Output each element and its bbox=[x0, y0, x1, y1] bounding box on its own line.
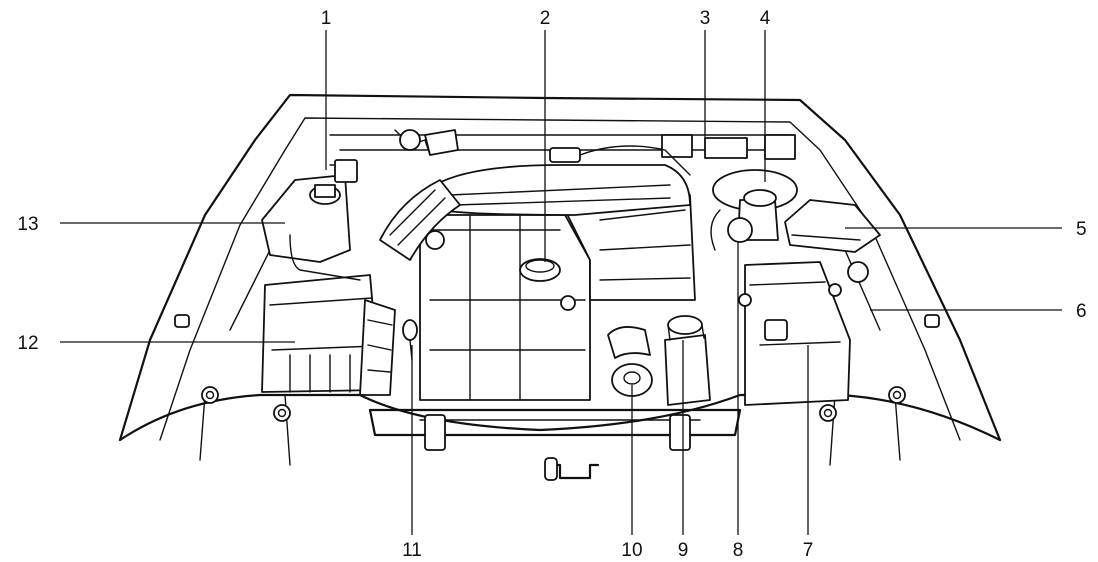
coolant-reservoir bbox=[261, 159, 361, 281]
callouts: 1 2 3 4 5 6 7 8 9 10 11 12 13 bbox=[17, 8, 1086, 561]
engine-block bbox=[419, 164, 696, 401]
brake-booster bbox=[710, 169, 798, 251]
callout-2: 2 bbox=[540, 8, 551, 29]
cowl-hoses bbox=[394, 129, 691, 176]
intake-hose bbox=[379, 179, 461, 261]
callout-12: 12 bbox=[17, 333, 38, 354]
label-plate bbox=[661, 134, 796, 160]
callout-9: 9 bbox=[678, 540, 689, 561]
callout-8: 8 bbox=[733, 540, 744, 561]
callout-6: 6 bbox=[1076, 301, 1087, 322]
callout-4: 4 bbox=[760, 8, 771, 29]
radiator-support bbox=[368, 408, 742, 481]
battery bbox=[738, 261, 869, 406]
fuse-box bbox=[784, 199, 881, 253]
air-cleaner bbox=[261, 274, 396, 396]
dipstick bbox=[402, 319, 418, 361]
callout-3: 3 bbox=[700, 8, 711, 29]
callout-13: 13 bbox=[17, 214, 38, 235]
thermostat-housing bbox=[607, 326, 653, 397]
callout-1: 1 bbox=[321, 8, 332, 29]
callout-5: 5 bbox=[1076, 219, 1087, 240]
power-steering-reservoir bbox=[664, 315, 711, 406]
callout-11: 11 bbox=[402, 540, 422, 561]
callout-7: 7 bbox=[803, 540, 814, 561]
leader-lines bbox=[60, 30, 1062, 535]
callout-10: 10 bbox=[621, 540, 642, 561]
